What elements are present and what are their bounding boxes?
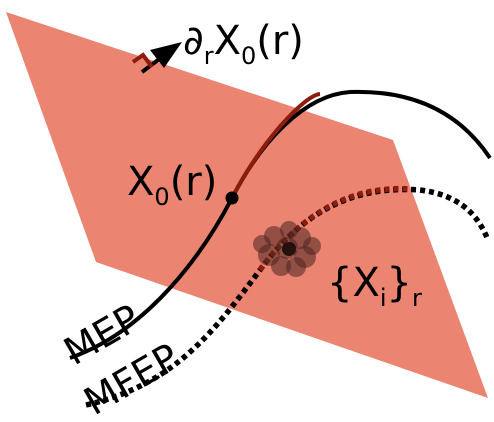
cluster-label-sub-r: r	[412, 284, 422, 312]
sample-cluster	[253, 221, 321, 277]
mfep-curve-on-plane	[257, 185, 411, 272]
tangent-label-arg: (r)	[256, 18, 304, 64]
tangent-arrow	[131, 42, 182, 74]
right-angle-marker	[131, 52, 154, 69]
tangent-label-main: X	[214, 18, 241, 64]
tangent-label-sub1: r	[204, 42, 214, 70]
point-label: X0(r)	[127, 159, 217, 211]
cluster-label-close: }	[387, 260, 412, 306]
cluster-label: {Xi}r	[327, 260, 422, 312]
point-x0	[225, 191, 239, 205]
tangent-label-base: ∂	[183, 18, 204, 64]
hyperplane	[6, 12, 488, 398]
cluster-label-open: {X	[327, 260, 380, 306]
cluster-label-sub-i: i	[380, 284, 387, 312]
point-label-main: X	[127, 159, 154, 205]
mep-curve-on-plane	[230, 92, 321, 199]
tangent-label: ∂rX0(r)	[183, 18, 304, 70]
tangent-label-sub2: 0	[241, 42, 256, 70]
point-label-sub: 0	[154, 183, 169, 211]
point-label-arg: (r)	[170, 159, 218, 205]
